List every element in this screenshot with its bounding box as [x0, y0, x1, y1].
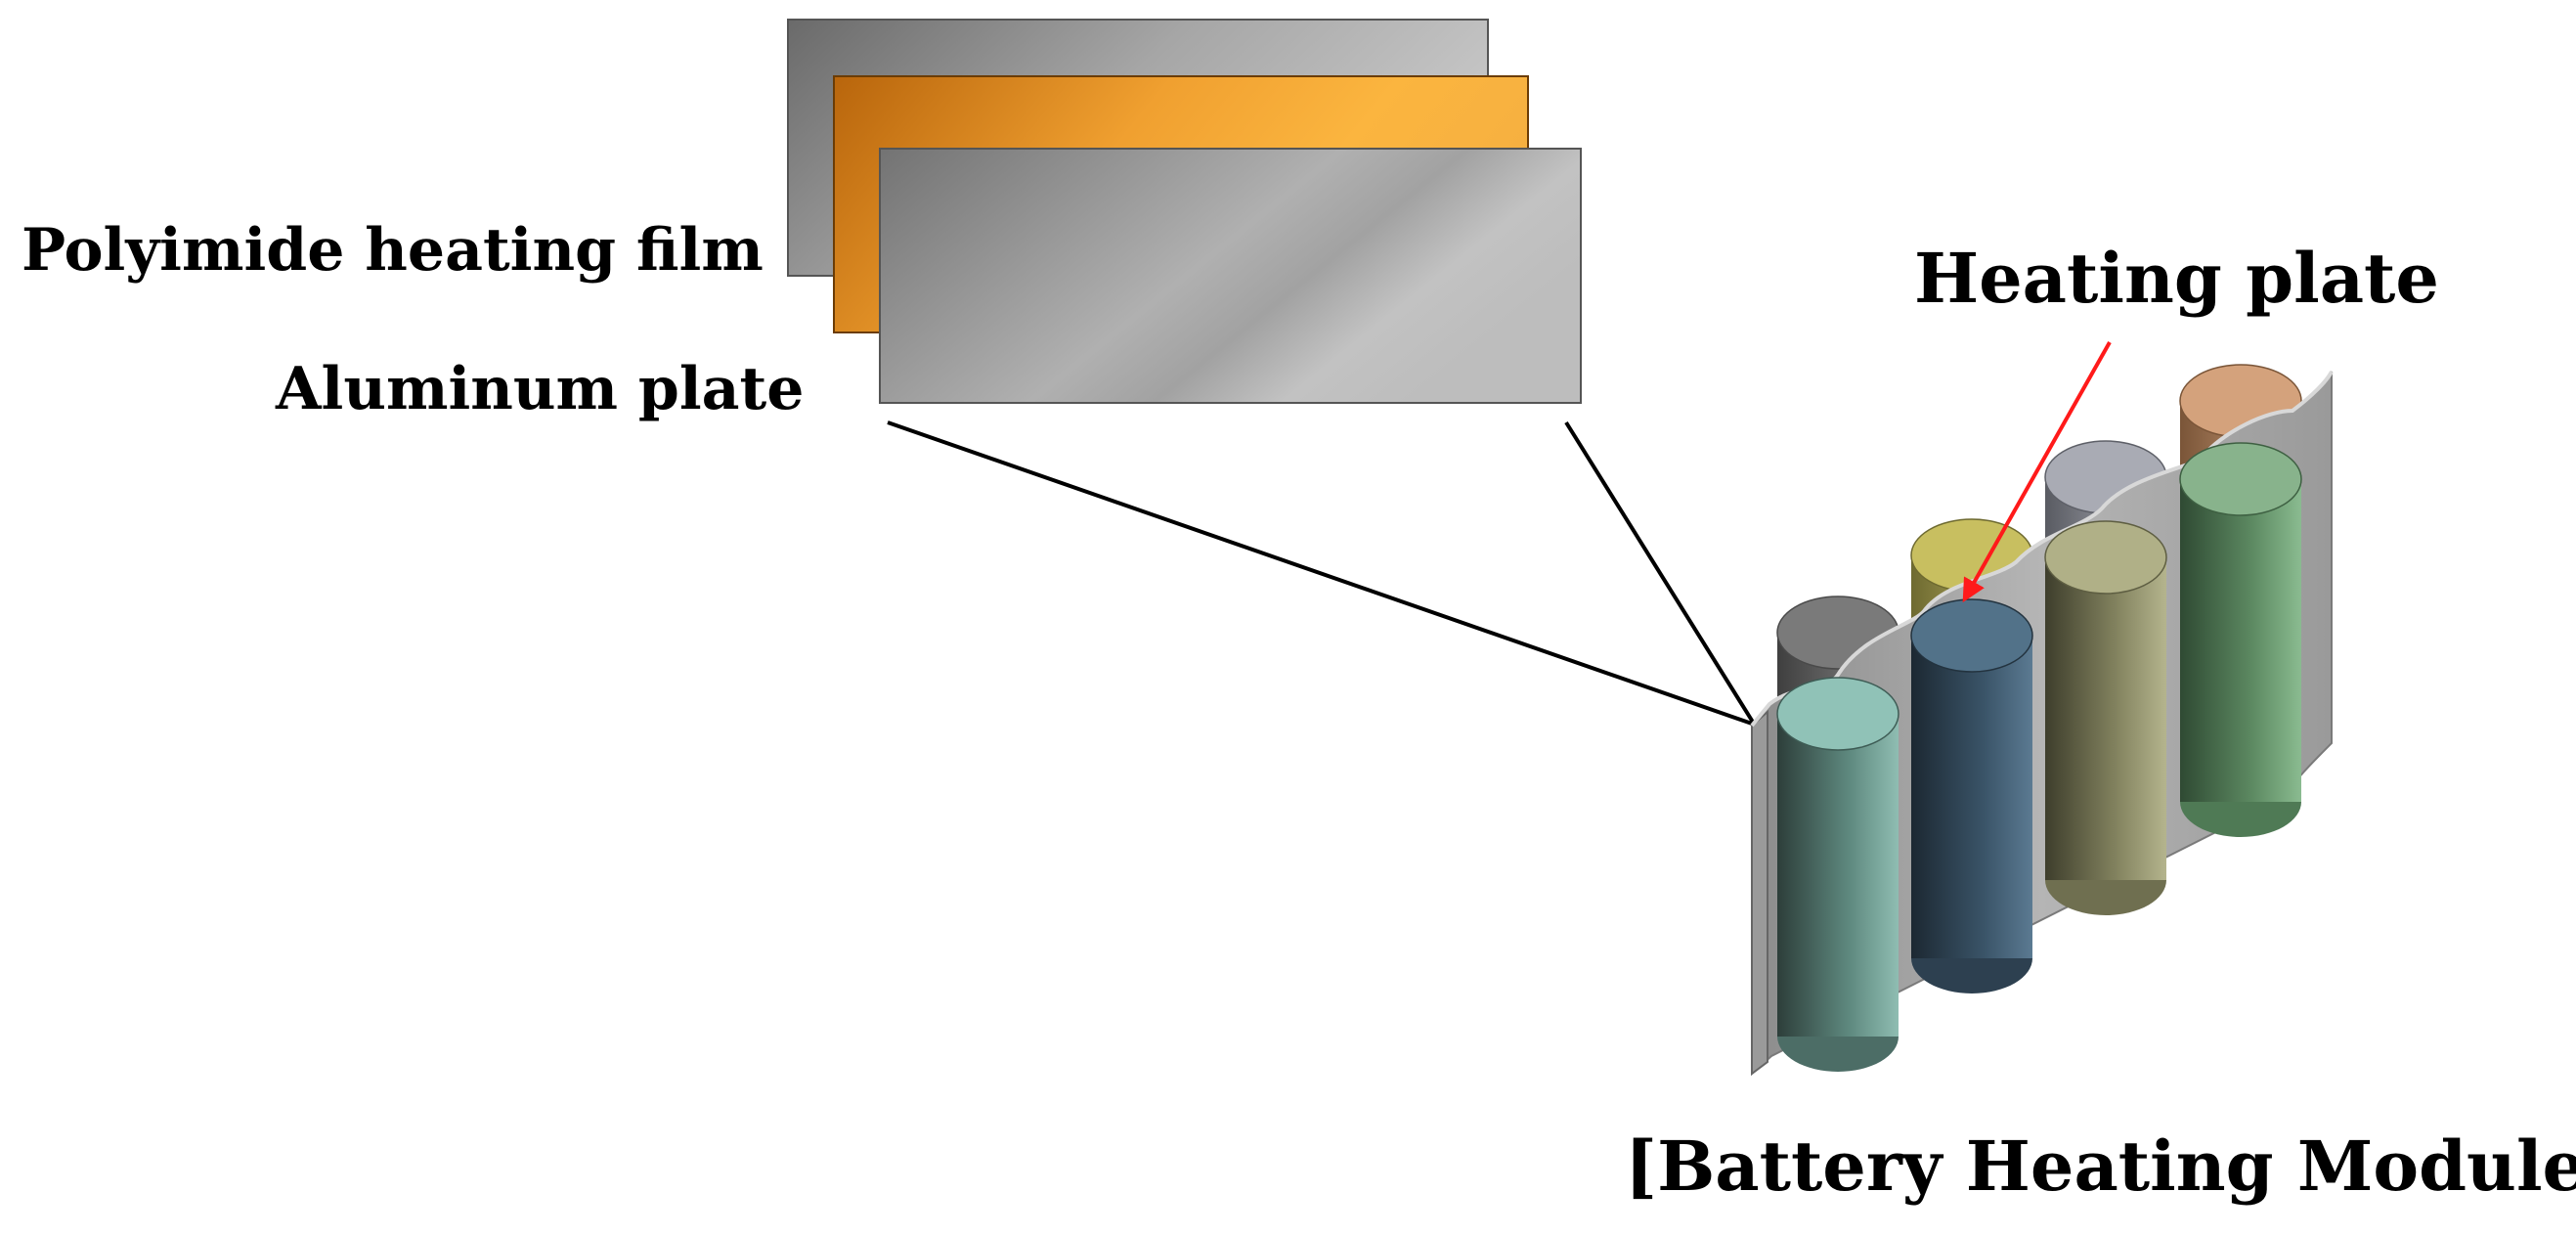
heating-plate-edge — [1751, 709, 1768, 1076]
leader-line-right — [1564, 420, 1756, 726]
cell-front-right — [2179, 442, 2302, 837]
cell-front-left — [1776, 677, 1899, 1072]
module-caption: [Battery Heating Module] — [1625, 1126, 2576, 1207]
heating-plate-top-rim — [1750, 371, 2334, 728]
battery-module — [1750, 364, 2334, 1077]
cell-front-mid — [2044, 520, 2167, 915]
aluminum-plate-layer — [879, 148, 1582, 404]
aluminum-plate-label: Aluminum plate — [276, 355, 805, 423]
heating-plate-arrow — [1962, 341, 2112, 603]
front-row-cells — [1776, 442, 2302, 1072]
layer-stack — [787, 19, 1582, 404]
leader-lines — [887, 420, 1756, 726]
heating-plate-label: Heating plate — [1914, 238, 2439, 319]
polyimide-heating-film-label: Polyimide heating film — [22, 216, 764, 285]
cell-front-center — [1910, 598, 2033, 993]
leader-line-left — [887, 420, 1753, 726]
